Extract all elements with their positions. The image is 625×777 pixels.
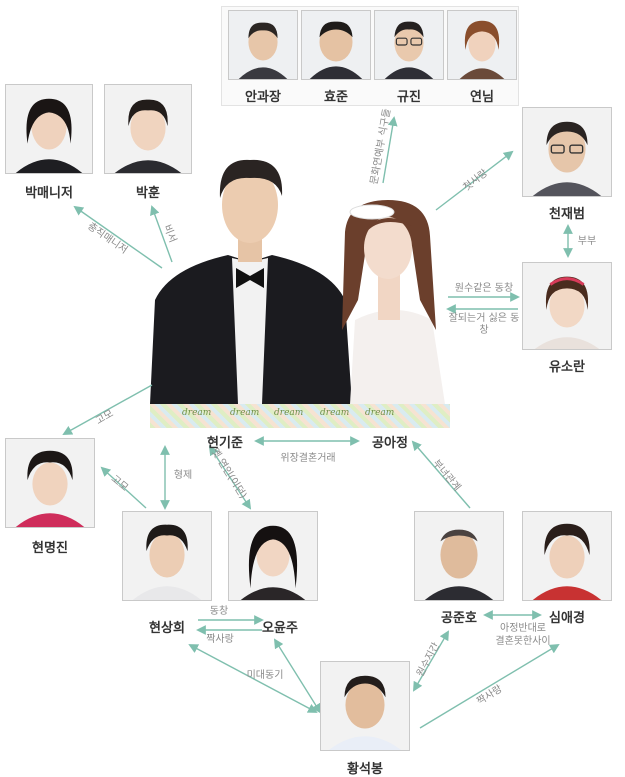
man-shirt: [232, 258, 268, 404]
name-hyeonmyeongjin: 현명진: [32, 541, 68, 556]
man-hair: [219, 159, 283, 198]
banner-word: dream: [230, 408, 260, 418]
label-brothers: 형제: [173, 470, 193, 481]
name-ankwajang: 안과장: [245, 90, 281, 105]
photo-hyeonsanghui: [122, 511, 212, 601]
photo-hyojun: [301, 10, 371, 80]
name-hyeonsanghui: 현상희: [149, 621, 185, 636]
name-yeonnim: 연님: [470, 90, 494, 105]
name-hwangseokbong: 황석봉: [347, 762, 383, 777]
man-bowtie: [236, 268, 264, 288]
label-couple: 부부: [577, 236, 597, 247]
main-couple-illustration: [150, 159, 445, 404]
photo-hyeonmyeongjin: [5, 438, 95, 528]
banner-word: dream: [365, 408, 395, 418]
name-ohyunju: 오윤주: [262, 621, 298, 636]
photo-ohyunju: [228, 511, 318, 601]
arrow-firstlove: [435, 150, 514, 211]
arrow-aunt2: [100, 466, 147, 509]
photo-yeonnim: [447, 10, 517, 80]
name-simaekyeong: 심애경: [549, 611, 585, 626]
photo-gongjunho: [414, 511, 504, 601]
man-face: [222, 167, 278, 243]
photo-simaekyeong: [522, 511, 612, 601]
photo-parkhoon: [104, 84, 192, 174]
arrow-crush2: [419, 643, 560, 729]
arrow-aunt: [62, 384, 153, 435]
woman-tiara: [349, 204, 395, 220]
banner-word: dream: [320, 408, 350, 418]
arrow-ex-lover: [208, 445, 252, 510]
label-fake-marriage: 위장결혼거래: [280, 453, 336, 464]
photo-hwangseokbong: [320, 661, 410, 751]
label-classmates: 동창: [209, 606, 229, 617]
woman-face: [364, 217, 412, 279]
label-jealous: 잘되는거 싫은 동창: [448, 313, 520, 336]
photo-manager: [5, 84, 93, 174]
relation-arrows: [62, 116, 573, 729]
woman-dress: [350, 310, 445, 404]
name-yusoran: 유소란: [549, 360, 585, 375]
arrow-college2: [273, 638, 322, 714]
arrow-friends: [413, 630, 449, 692]
photo-cheonjaebeom: [522, 107, 612, 197]
name-gongjunho: 공준호: [441, 611, 477, 626]
name-manager: 박매니저: [25, 186, 73, 201]
dream-banner: dream dream dream dream dream: [150, 404, 450, 428]
banner-word: dream: [182, 408, 212, 418]
label-crush: 짝사랑: [206, 634, 234, 645]
name-gyujin: 규진: [397, 90, 421, 105]
name-gongajeong: 공아정: [372, 436, 408, 451]
photo-ankwajang: [228, 10, 298, 80]
label-in-laws: 결혼못한사이: [495, 636, 551, 647]
name-hyojun: 효준: [324, 90, 348, 105]
arrow-manager: [73, 205, 163, 269]
photo-gyujin: [374, 10, 444, 80]
label-college: 미대동기: [246, 670, 284, 681]
banner-word: dream: [274, 408, 304, 418]
name-cheonjaebeom: 천재범: [549, 207, 585, 222]
photo-yusoran: [522, 262, 612, 350]
arrow-to-workplace: [382, 116, 398, 184]
label-rival: 원수같은 동창: [454, 283, 514, 294]
label-in-laws-sub: 아정반대로: [500, 623, 546, 634]
arrow-secretary: [150, 205, 173, 263]
arrow-father-daughter: [411, 440, 471, 509]
name-parkhoon: 박훈: [136, 186, 160, 201]
name-hyeongijun: 현기준: [207, 436, 243, 451]
